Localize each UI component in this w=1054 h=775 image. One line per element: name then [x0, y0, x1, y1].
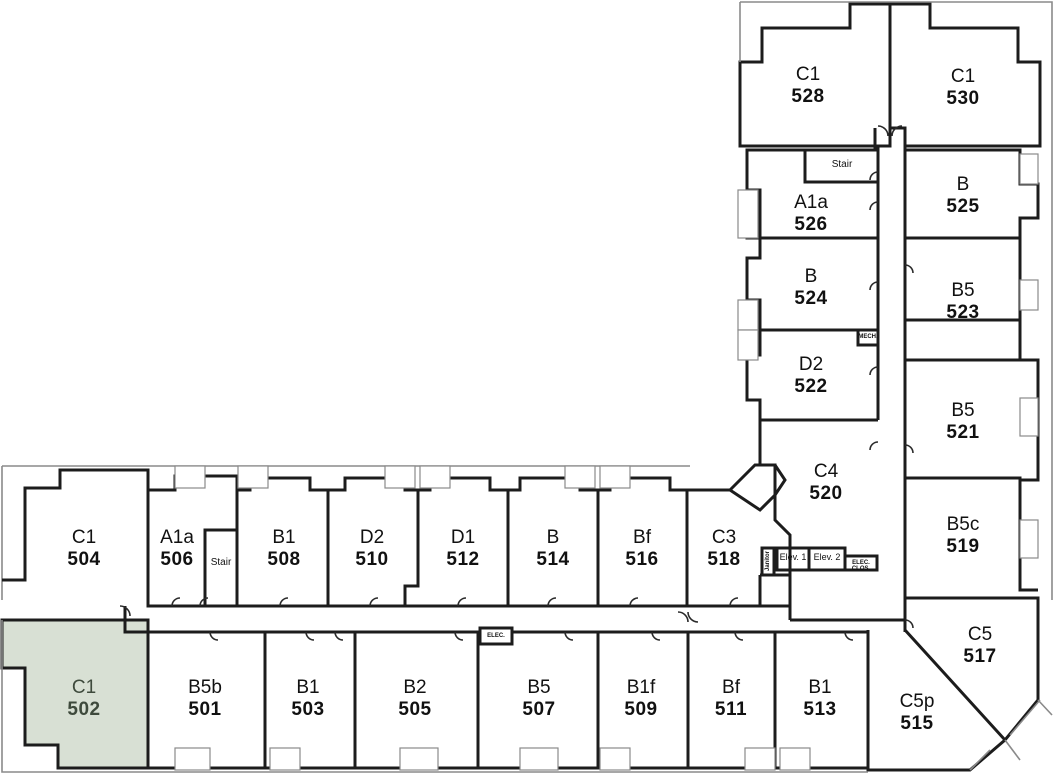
unit-number: 512: [446, 548, 480, 570]
unit-type: B1: [272, 527, 296, 548]
unit-521[interactable]: B5 521: [933, 400, 993, 444]
unit-type: A1a: [794, 192, 828, 213]
unit-number: 525: [946, 195, 980, 217]
unit-type: B5: [527, 677, 551, 698]
unit-number: 511: [714, 698, 748, 720]
elec-closet-label: ELEC. CLOS.: [851, 560, 871, 572]
unit-number: 515: [900, 712, 934, 734]
unit-type: B2: [403, 677, 427, 698]
unit-507[interactable]: B5 507: [509, 677, 569, 721]
unit-517[interactable]: C5 517: [950, 624, 1010, 668]
unit-type: C1: [71, 527, 97, 548]
unit-type: B: [956, 174, 970, 195]
unit-number: 526: [794, 213, 828, 235]
unit-number: 508: [267, 548, 301, 570]
unit-type: C5: [967, 624, 993, 645]
unit-508[interactable]: B1 508: [254, 527, 314, 571]
unit-519[interactable]: B5c 519: [928, 514, 998, 558]
unit-type: B: [804, 266, 818, 287]
unit-type: C1: [950, 66, 976, 87]
unit-type: B1: [296, 677, 320, 698]
elec-label: ELEC.: [487, 633, 505, 639]
unit-number: 519: [946, 535, 980, 557]
unit-number: 505: [398, 698, 432, 720]
unit-511[interactable]: Bf 511: [701, 677, 761, 721]
unit-501[interactable]: B5b 501: [175, 677, 235, 721]
unit-503[interactable]: B1 503: [278, 677, 338, 721]
unit-type: B1f: [626, 677, 656, 698]
mech-label: MECH.: [858, 334, 878, 340]
stair-east-label: Stair: [831, 159, 853, 170]
unit-number: 504: [67, 548, 101, 570]
unit-type: B: [546, 527, 560, 548]
unit-528-walls: [738, 2, 892, 148]
unit-502[interactable]: C1 502: [54, 677, 114, 721]
unit-number: 503: [291, 698, 325, 720]
unit-530[interactable]: C1 530: [933, 66, 993, 110]
unit-number: 524: [794, 287, 828, 309]
unit-number: 509: [624, 698, 658, 720]
unit-504[interactable]: C1 504: [54, 527, 114, 571]
unit-type: Bf: [633, 527, 651, 548]
unit-number: 521: [946, 421, 980, 443]
unit-number: 528: [791, 85, 825, 107]
unit-number: 502: [67, 698, 101, 720]
unit-type: B5: [951, 400, 975, 421]
elevator-1-label: Elev. 1: [779, 552, 807, 562]
unit-523[interactable]: B5 523: [933, 280, 993, 324]
unit-type: C4: [813, 461, 839, 482]
janitor-label: Janitor: [765, 551, 771, 572]
unit-516[interactable]: Bf 516: [612, 527, 672, 571]
unit-type: C1: [71, 677, 97, 698]
unit-528[interactable]: C1 528: [778, 64, 838, 108]
unit-number: 530: [946, 87, 980, 109]
unit-number: 501: [188, 698, 222, 720]
unit-type: D1: [450, 527, 476, 548]
stair-west-label: Stair: [210, 557, 232, 568]
unit-type: C5p: [899, 691, 935, 712]
unit-506[interactable]: A1a 506: [148, 527, 206, 571]
unit-type: B1: [808, 677, 832, 698]
unit-509[interactable]: B1f 509: [611, 677, 671, 721]
unit-505[interactable]: B2 505: [385, 677, 445, 721]
unit-513[interactable]: B1 513: [790, 677, 850, 721]
unit-518[interactable]: C3 518: [694, 527, 754, 571]
unit-515[interactable]: C5p 515: [884, 691, 950, 735]
unit-522[interactable]: D2 522: [781, 354, 841, 398]
unit-526[interactable]: A1a 526: [781, 192, 841, 236]
unit-type: B5b: [188, 677, 222, 698]
unit-number: 513: [803, 698, 837, 720]
unit-number: 517: [963, 645, 997, 667]
unit-number: 506: [160, 548, 194, 570]
unit-type: C3: [711, 527, 737, 548]
elevator-2-label: Elev. 2: [813, 552, 841, 562]
unit-number: 523: [946, 301, 980, 323]
unit-type: Bf: [722, 677, 740, 698]
unit-number: 510: [355, 548, 389, 570]
unit-514[interactable]: B 514: [523, 527, 583, 571]
unit-number: 522: [794, 375, 828, 397]
stair-east-box: [803, 148, 880, 184]
unit-number: 516: [625, 548, 659, 570]
unit-number: 520: [809, 482, 843, 504]
unit-525[interactable]: B 525: [933, 174, 993, 218]
unit-512[interactable]: D1 512: [433, 527, 493, 571]
unit-number: 514: [536, 548, 570, 570]
unit-type: B5c: [946, 514, 980, 535]
unit-type: D2: [798, 354, 824, 375]
unit-type: D2: [359, 527, 385, 548]
unit-524[interactable]: B 524: [781, 266, 841, 310]
unit-number: 518: [707, 548, 741, 570]
unit-510[interactable]: D2 510: [342, 527, 402, 571]
unit-type: C1: [795, 64, 821, 85]
unit-number: 507: [522, 698, 556, 720]
unit-type: B5: [951, 280, 975, 301]
unit-520[interactable]: C4 520: [796, 461, 856, 505]
unit-type: A1a: [160, 527, 194, 548]
